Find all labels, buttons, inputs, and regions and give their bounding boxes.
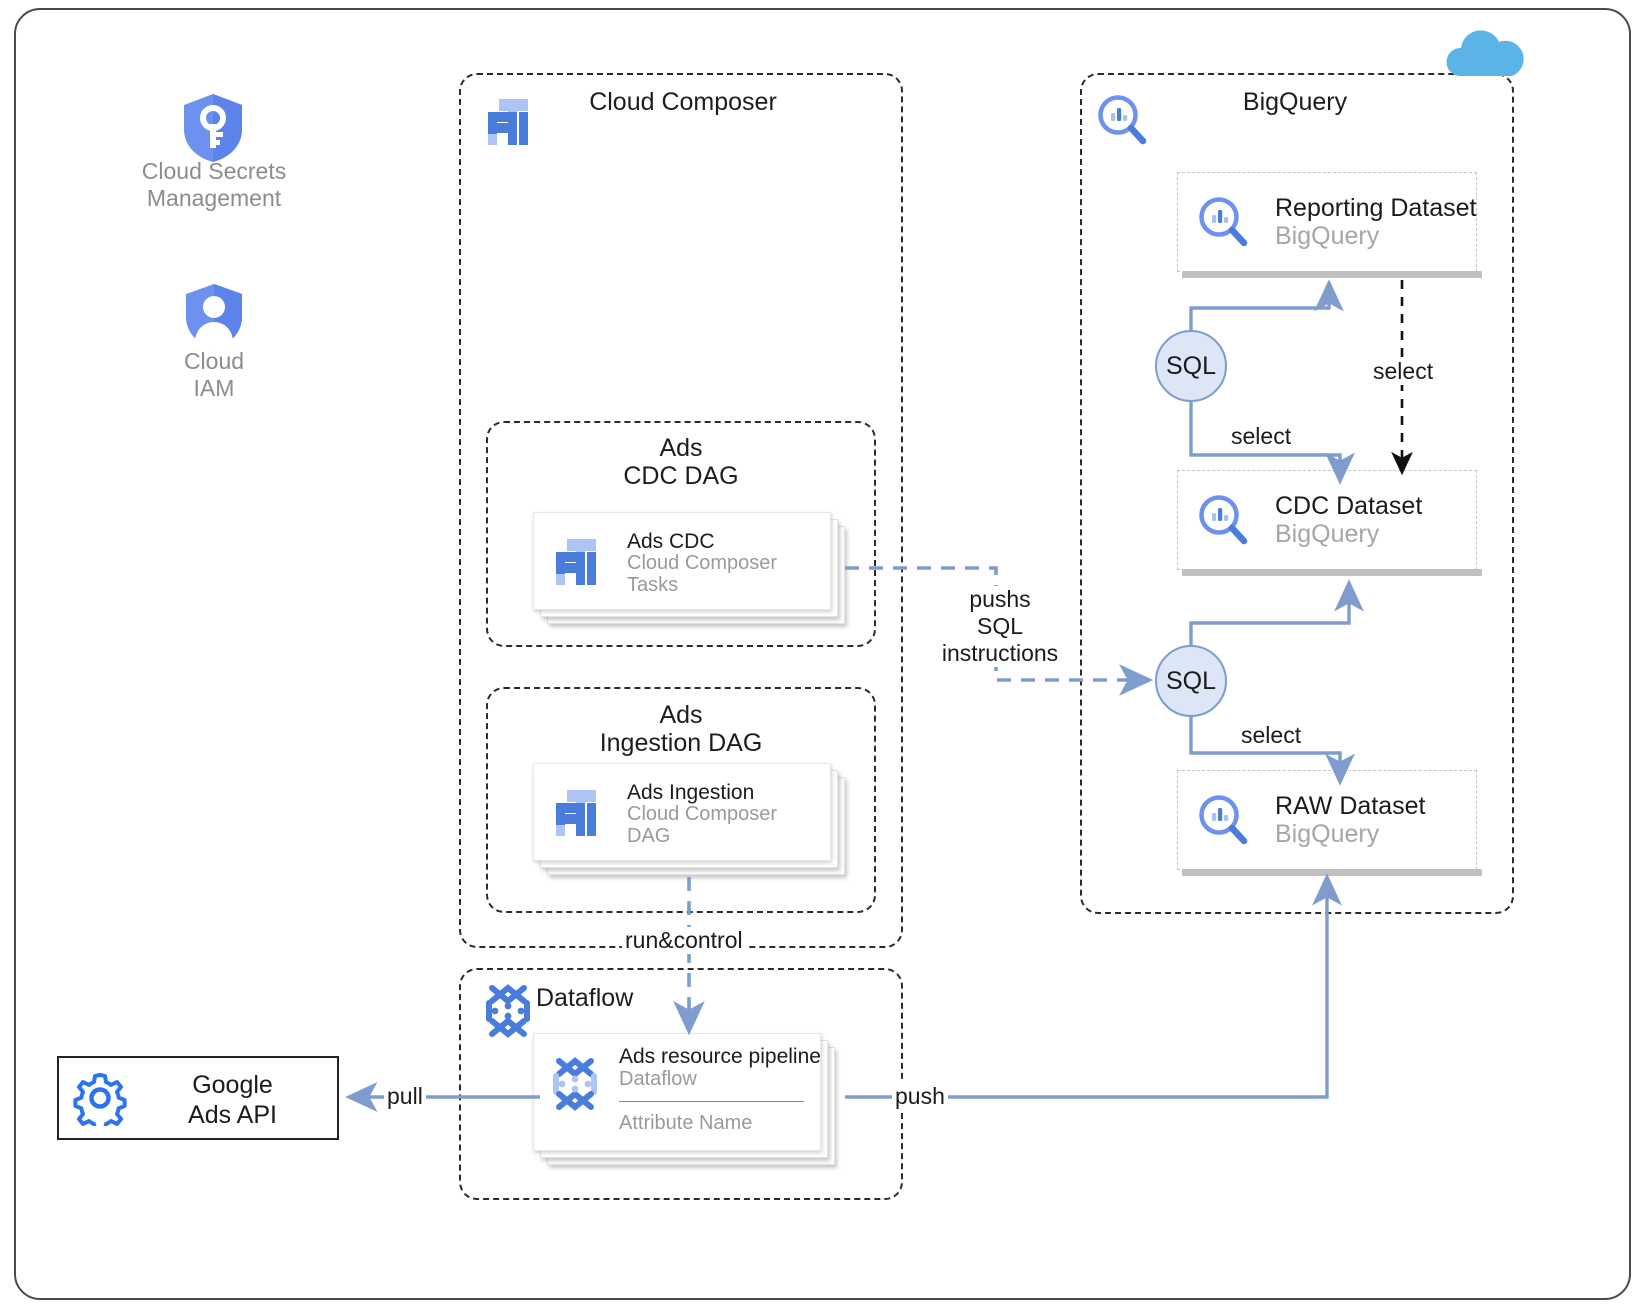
edge-label-select-right: select <box>1370 358 1437 386</box>
edge-label-pull: pull <box>384 1083 426 1111</box>
cloud-composer-title: Cloud Composer <box>589 88 777 116</box>
dataflow-icon <box>480 982 536 1040</box>
cloud-secrets-management-label: Cloud Secrets Management <box>141 158 287 212</box>
ads-ingestion-card-title: Ads Ingestion <box>627 781 755 804</box>
dataflow-icon <box>547 1055 603 1113</box>
cloud-composer-icon <box>487 98 529 146</box>
ads-ingestion-dag-group <box>486 687 876 913</box>
bigquery-icon <box>1097 94 1147 146</box>
dataflow-title: Dataflow <box>536 984 634 1012</box>
bigquery-title: BigQuery <box>1242 88 1348 116</box>
edge-label-push: push <box>892 1083 948 1111</box>
panel-shadow-bar <box>1182 569 1482 576</box>
ads-pipeline-card-subtitle: Dataflow <box>619 1068 697 1090</box>
sql-node-bottom-label: SQL <box>1165 666 1217 695</box>
sql-node-top[interactable]: SQL <box>1155 330 1227 402</box>
sql-node-bottom[interactable]: SQL <box>1155 645 1227 717</box>
ads-cdc-card-subtitle: Cloud Composer <box>627 552 778 574</box>
card-divider <box>619 1101 804 1102</box>
cloud-iam-label: Cloud IAM <box>183 348 245 402</box>
edge-label-select-bottom: select <box>1238 722 1305 750</box>
edge-label-select-top: select <box>1228 423 1295 451</box>
bigquery-icon <box>1198 196 1248 248</box>
cloud-composer-icon <box>555 789 597 837</box>
panel-shadow-bar <box>1182 869 1482 876</box>
cdc-dataset-title: CDC Dataset <box>1275 492 1423 520</box>
ads-resource-pipeline-card[interactable]: Ads resource pipeline Dataflow Attribute… <box>533 1033 845 1165</box>
google-ads-api-label: Google Ads API <box>188 1071 277 1129</box>
gear-icon <box>72 1070 128 1133</box>
shield-person-icon <box>183 282 245 352</box>
ads-cdc-dag-title: Ads CDC DAG <box>623 434 739 490</box>
raw-dataset-subtitle: BigQuery <box>1275 820 1380 848</box>
google-ads-api-box[interactable] <box>57 1056 339 1140</box>
edge-label-pushs-sql-instructions: pushs SQL instructions <box>935 586 1065 668</box>
raw-dataset-title: RAW Dataset <box>1275 792 1426 820</box>
panel-shadow-bar <box>1182 271 1482 278</box>
ads-cdc-card-title: Ads CDC <box>627 530 715 553</box>
sql-node-top-label: SQL <box>1165 351 1217 380</box>
ads-pipeline-card-title: Ads resource pipeline <box>619 1045 821 1068</box>
cloud-composer-icon <box>555 538 597 586</box>
card-front <box>533 1033 821 1151</box>
bigquery-icon <box>1198 794 1248 846</box>
ads-cdc-card[interactable]: Ads CDC Cloud Composer Tasks <box>533 512 845 624</box>
ads-cdc-card-subtitle2: Tasks <box>627 574 679 596</box>
ads-pipeline-attribute: Attribute Name <box>619 1112 753 1134</box>
shield-key-icon <box>180 92 246 164</box>
bigquery-icon <box>1198 494 1248 546</box>
cloud-icon <box>1440 26 1532 78</box>
cdc-dataset-subtitle: BigQuery <box>1275 520 1380 548</box>
ads-cdc-dag-group <box>486 421 876 647</box>
ads-ingestion-card[interactable]: Ads Ingestion Cloud Composer DAG <box>533 763 845 875</box>
edge-label-run-control: run&control <box>622 927 746 955</box>
reporting-dataset-title: Reporting Dataset <box>1275 194 1477 222</box>
ads-ingestion-dag-title: Ads Ingestion DAG <box>599 701 763 757</box>
ads-ingestion-card-subtitle2: DAG <box>627 825 671 847</box>
reporting-dataset-subtitle: BigQuery <box>1275 222 1380 250</box>
ads-ingestion-card-subtitle: Cloud Composer <box>627 803 778 825</box>
